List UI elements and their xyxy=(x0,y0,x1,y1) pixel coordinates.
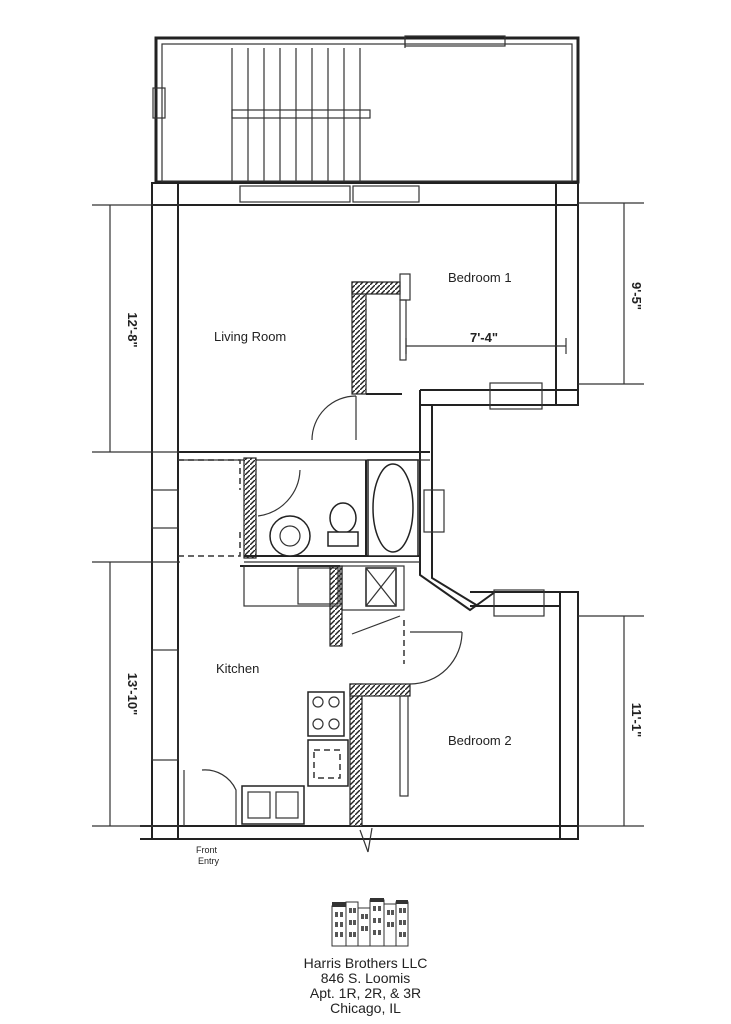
porch xyxy=(152,35,580,184)
dimension-bedroom1-height: 9'-5" xyxy=(629,282,644,310)
dimension-bedroom2-height: 11'-1" xyxy=(629,703,644,738)
water-heater-icon xyxy=(365,567,397,607)
fixtures xyxy=(241,459,419,825)
room-label-bedroom-2: Bedroom 2 xyxy=(448,733,512,748)
company-city: Chicago, IL xyxy=(330,1000,401,1016)
dashed-lines xyxy=(178,459,405,664)
company-info: Harris Brothers LLC 846 S. Loomis Apt. 1… xyxy=(0,956,731,1016)
stove-icon xyxy=(307,691,345,737)
stairs xyxy=(231,48,371,182)
room-label-kitchen: Kitchen xyxy=(216,661,259,676)
kitchen-sink-icon xyxy=(241,785,305,825)
dimension-living-height: 12'-8" xyxy=(125,312,140,347)
company-address: 846 S. Loomis xyxy=(320,970,411,986)
building-logo-icon xyxy=(331,898,409,947)
exterior-walls xyxy=(140,182,579,853)
company-name: Harris Brothers LLC xyxy=(303,955,428,971)
entry-label-line2: Entry xyxy=(198,856,220,866)
dimension-bedroom1-width: 7'-4" xyxy=(470,330,498,345)
refrigerator-icon xyxy=(307,739,349,787)
bathtub-icon xyxy=(367,459,419,557)
room-label-bedroom-1: Bedroom 1 xyxy=(448,270,512,285)
company-units: Apt. 1R, 2R, & 3R xyxy=(309,985,422,1001)
toilet-icon xyxy=(327,502,359,547)
interior-walls xyxy=(178,273,430,827)
dimension-lines xyxy=(92,202,644,827)
dimension-kitchen-height: 13'-10" xyxy=(125,673,140,716)
doors xyxy=(183,395,463,826)
room-label-living-room: Living Room xyxy=(214,329,286,344)
sink-icon xyxy=(269,515,311,557)
entry-label-line1: Front xyxy=(196,845,218,855)
